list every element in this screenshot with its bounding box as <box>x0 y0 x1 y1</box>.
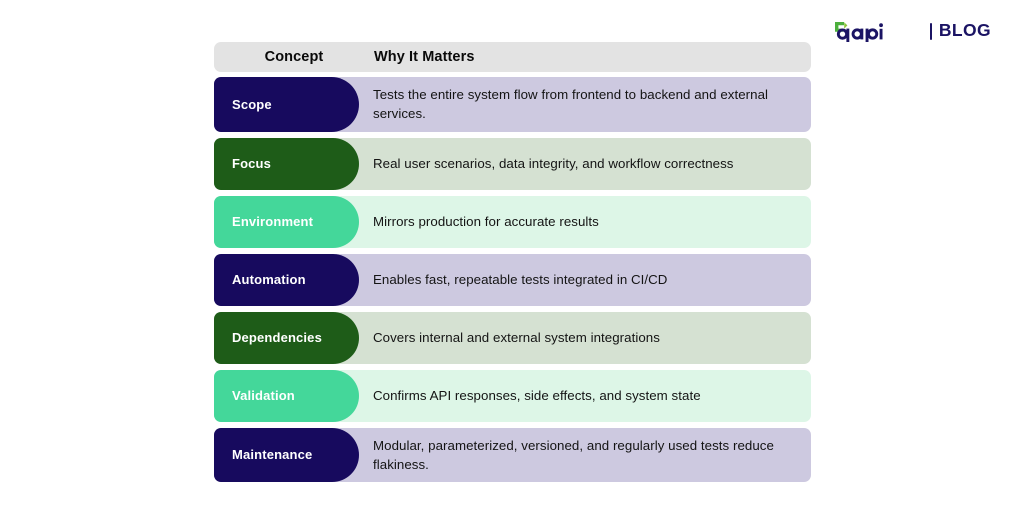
concept-pill: Dependencies <box>214 311 359 364</box>
logo-separator <box>929 22 932 40</box>
column-header-why-it-matters: Why It Matters <box>374 49 475 65</box>
why-it-matters-cell: Confirms API responses, side effects, an… <box>373 387 701 403</box>
brand-logo[interactable]: BLOG <box>831 19 991 43</box>
table-body: Scope Tests the entire system flow from f… <box>214 77 811 483</box>
table-header-row: Concept Why It Matters <box>214 42 811 72</box>
concept-pill: Automation <box>214 253 359 306</box>
concept-pill: Scope <box>214 77 359 132</box>
why-it-matters-cell: Enables fast, repeatable tests integrate… <box>373 271 668 287</box>
table-row: Maintenance Modular, parameterized, versi… <box>214 427 811 483</box>
table-row: Focus Real user scenarios, data integrity… <box>214 137 811 190</box>
concept-pill: Validation <box>214 369 359 422</box>
concept-pill: Environment <box>214 195 359 248</box>
column-header-concept: Concept <box>264 49 324 65</box>
logo-blog-label: BLOG <box>938 20 991 41</box>
why-it-matters-cell: Covers internal and external system inte… <box>373 329 660 345</box>
concept-pill: Maintenance <box>214 427 359 483</box>
concept-table: Concept Why It Matters Scope Tests the en… <box>214 42 811 488</box>
why-it-matters-cell: Mirrors production for accurate results <box>373 213 599 229</box>
why-it-matters-cell: Tests the entire system flow from fronte… <box>373 87 769 122</box>
table-row: Automation Enables fast, repeatable tests… <box>214 253 811 306</box>
table-row: Scope Tests the entire system flow from f… <box>214 77 811 132</box>
qapi-wordmark-icon <box>831 19 923 43</box>
why-it-matters-cell: Modular, parameterized, versioned, and r… <box>373 437 774 472</box>
table-row: Validation Confirms API responses, side e… <box>214 369 811 422</box>
why-it-matters-cell: Real user scenarios, data integrity, and… <box>373 155 734 171</box>
concept-pill: Focus <box>214 137 359 190</box>
table-row: Dependencies Covers internal and external… <box>214 311 811 364</box>
table-row: Environment Mirrors production for accura… <box>214 195 811 248</box>
